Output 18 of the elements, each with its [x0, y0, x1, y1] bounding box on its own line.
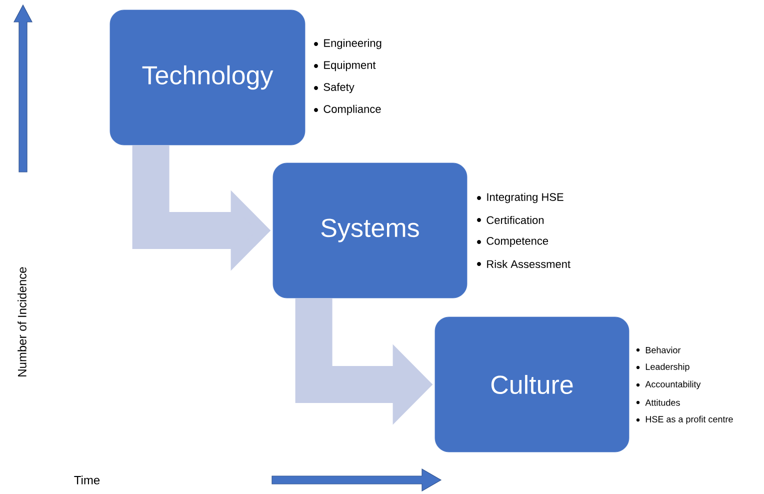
axis-label: Number of Incidence: [18, 267, 26, 376]
bullet-text: HSE as a profit centre: [646, 416, 733, 424]
bullet-text: Integrating HSE: [487, 192, 564, 204]
bullet-text: Competence: [486, 237, 548, 247]
bullet-text: Leadership: [646, 363, 690, 372]
bullet-text: Engineering: [324, 38, 382, 50]
bullet-text: Risk Assessment: [487, 260, 570, 268]
bullet-text: Accountability: [645, 380, 701, 390]
bullet-text: Behavior: [646, 346, 681, 354]
process-box: Technology: [110, 10, 306, 146]
process-box: Systems: [272, 162, 468, 298]
process-box: Culture: [434, 316, 630, 452]
bullet-text: Equipment: [324, 60, 376, 72]
bullet-text: Certification: [486, 216, 544, 224]
bullet-text: Compliance: [324, 104, 381, 116]
bullet-text: Attitudes: [645, 399, 680, 406]
bullet-text: Safety: [324, 82, 354, 94]
axis-label: Time: [74, 476, 100, 484]
